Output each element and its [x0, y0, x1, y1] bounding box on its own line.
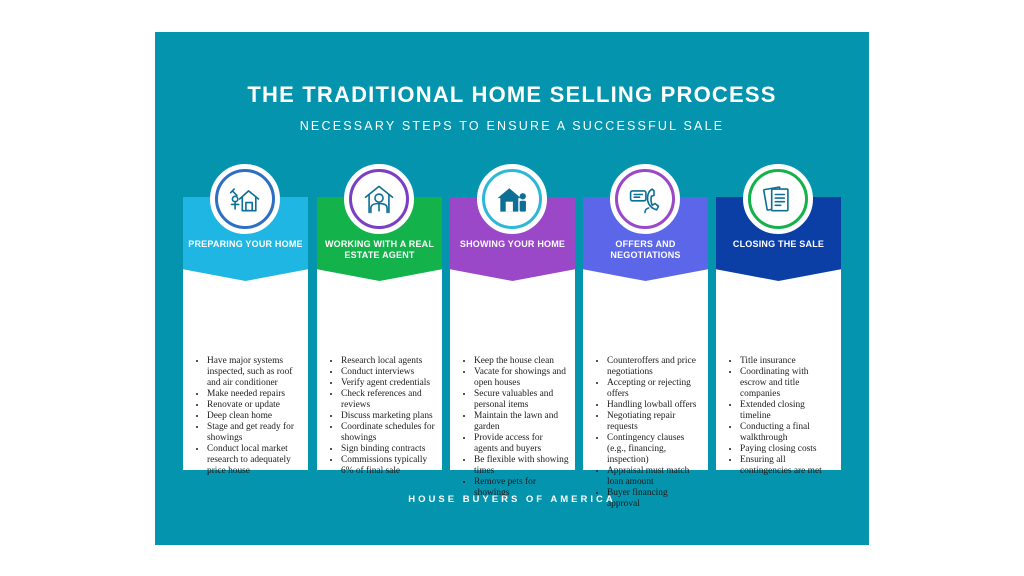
- list-item: Research local agents: [341, 356, 436, 367]
- list-item: Coordinate schedules for showings: [341, 422, 436, 444]
- list-item: Counteroffers and price negotiations: [607, 356, 702, 378]
- list-item: Handling lowball offers: [607, 400, 702, 411]
- step-title: SHOWING YOUR HOME: [459, 239, 566, 249]
- list-item: Conduct local market research to adequat…: [207, 444, 302, 477]
- list-item: Commissions typically 6% of final sale: [341, 455, 436, 477]
- step-title: PREPARING YOUR HOME: [188, 239, 303, 249]
- list-item: Stage and get ready for showings: [207, 422, 302, 444]
- icon-ring: [743, 164, 813, 234]
- list-item: Paying closing costs: [740, 444, 835, 455]
- list-item: Title insurance: [740, 356, 835, 367]
- list-item: Extended closing timeline: [740, 400, 835, 422]
- list-item: Remove pets for showings: [474, 477, 569, 499]
- closing-documents-icon: [762, 186, 789, 212]
- step-item-list: Research local agents Conduct interviews…: [317, 356, 442, 477]
- list-item: Secure valuables and personal items: [474, 389, 569, 411]
- list-item: Coordinating with escrow and title compa…: [740, 367, 835, 400]
- list-item: Accepting or rejecting offers: [607, 378, 702, 400]
- step-card: Title insurance Coordinating with escrow…: [716, 265, 841, 476]
- step-card: Research local agents Conduct interviews…: [317, 265, 442, 476]
- real-estate-agent-icon: [364, 185, 394, 214]
- step-item-list: Have major systems inspected, such as ro…: [183, 356, 308, 477]
- step-title: WORKING WITH A REAL ESTATE AGENT: [324, 239, 435, 260]
- list-item: Buyer financing approval: [607, 488, 702, 510]
- list-item: Be flexible with showing times: [474, 455, 569, 477]
- list-item: Keep the house clean: [474, 356, 569, 367]
- list-item: Sign binding contracts: [341, 444, 436, 455]
- step-preparing-home: Have major systems inspected, such as ro…: [183, 164, 308, 476]
- step-item-list: Keep the house clean Vacate for showings…: [450, 356, 575, 499]
- home-repair-icon: [229, 188, 260, 212]
- step-showing-home: Keep the house clean Vacate for showings…: [450, 164, 575, 498]
- step-item-list: Counteroffers and price negotiations Acc…: [583, 356, 708, 510]
- icon-ring: [610, 164, 680, 234]
- page-subtitle: NECESSARY STEPS TO ENSURE A SUCCESSFUL S…: [299, 119, 725, 133]
- icon-ring: [344, 164, 414, 234]
- step-card: Counteroffers and price negotiations Acc…: [583, 265, 708, 509]
- list-item: Negotiating repair requests: [607, 411, 702, 433]
- step-working-with-agent: Research local agents Conduct interviews…: [317, 164, 442, 476]
- phone-negotiation-icon: [629, 188, 660, 214]
- list-item: Make needed repairs: [207, 389, 302, 400]
- list-item: Verify agent credentials: [341, 378, 436, 389]
- step-title: OFFERS AND NEGOTIATIONS: [610, 239, 681, 260]
- step-closing-sale: Title insurance Coordinating with escrow…: [716, 164, 841, 476]
- step-title: CLOSING THE SALE: [732, 239, 825, 249]
- list-item: Appraisal must match loan amount: [607, 466, 702, 488]
- list-item: Vacate for showings and open houses: [474, 367, 569, 389]
- step-card: Have major systems inspected, such as ro…: [183, 265, 308, 476]
- step-card: Keep the house clean Vacate for showings…: [450, 265, 575, 498]
- house-showing-icon: [497, 188, 526, 212]
- list-item: Conducting a final walkthrough: [740, 422, 835, 444]
- list-item: Maintain the lawn and garden: [474, 411, 569, 433]
- page-title: THE TRADITIONAL HOME SELLING PROCESS: [247, 82, 777, 107]
- list-item: Renovate or update: [207, 400, 302, 411]
- list-item: Check references and reviews: [341, 389, 436, 411]
- list-item: Conduct interviews: [341, 367, 436, 378]
- icon-ring: [477, 164, 547, 234]
- footer-brand: HOUSE BUYERS OF AMERICA: [408, 494, 616, 505]
- list-item: Discuss marketing plans: [341, 411, 436, 422]
- infographic-panel: THE TRADITIONAL HOME SELLING PROCESS NEC…: [155, 32, 869, 545]
- step-offers-negotiations: Counteroffers and price negotiations Acc…: [583, 164, 708, 509]
- list-item: Provide access for agents and buyers: [474, 433, 569, 455]
- step-item-list: Title insurance Coordinating with escrow…: [716, 356, 841, 477]
- icon-ring: [210, 164, 280, 234]
- list-item: Contingency clauses (e.g., financing, in…: [607, 433, 702, 466]
- list-item: Have major systems inspected, such as ro…: [207, 356, 302, 389]
- list-item: Deep clean home: [207, 411, 302, 422]
- list-item: Ensuring all contingencies are met: [740, 455, 835, 477]
